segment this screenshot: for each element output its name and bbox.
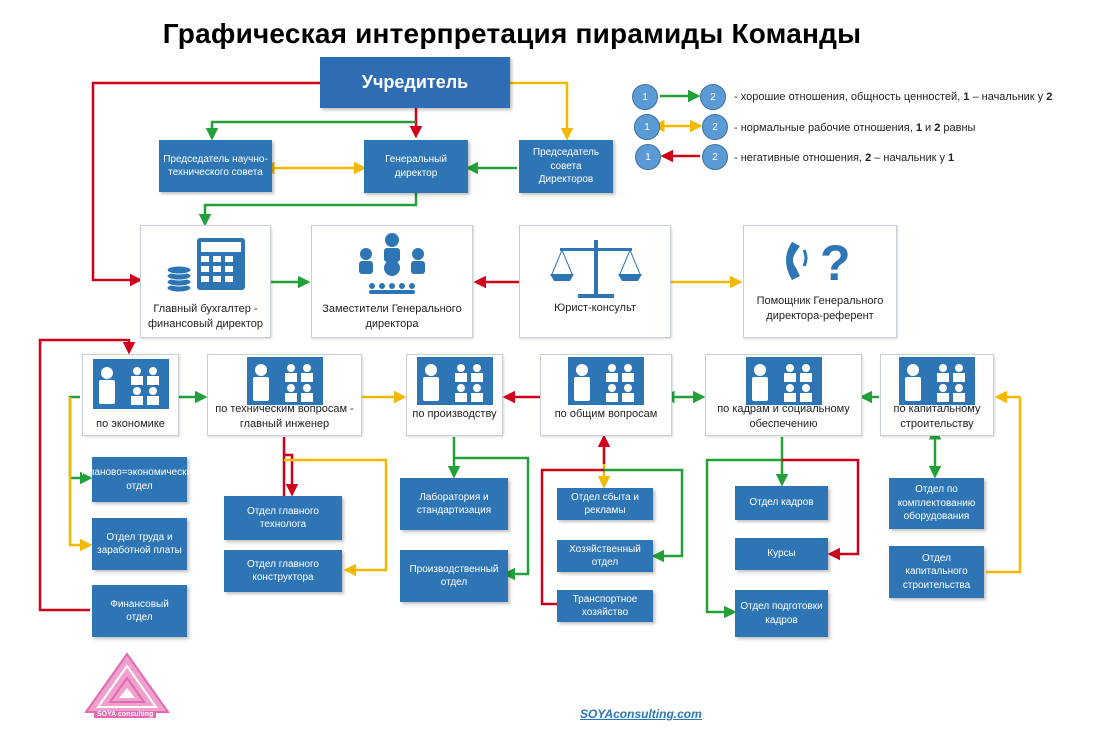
deputy-technical-label: по техническим вопросам - главный инжене… — [215, 403, 354, 430]
deputies-card: Заместители Генерального директора — [311, 225, 473, 338]
personnel-dept: Отдел кадров — [735, 486, 828, 520]
planning-dept: Планово=экономический отдел — [81, 457, 198, 502]
deputy-production-card: по производству — [406, 354, 503, 436]
training-dept: Отдел подготовки кадров — [735, 590, 828, 637]
svg-text:?: ? — [820, 235, 851, 291]
lawyer-label: Юрист-консульт — [554, 301, 636, 314]
cap-construction-dept: Отдел капитального строительства — [889, 546, 984, 598]
finance-dept: Финансовый отдел — [92, 585, 187, 637]
scales-icon — [550, 240, 642, 298]
legend-circle-1: 1 — [634, 114, 660, 140]
deputy-general-label: по общим вопросам — [554, 407, 658, 420]
production-dept: Производственный отдел — [400, 550, 508, 602]
people-icon — [417, 357, 493, 405]
assistant-label: Помощник Генерального директора-референт — [756, 295, 884, 322]
courses-dept: Курсы — [735, 538, 828, 570]
lab-dept: Лаборатория и стандартизация — [400, 478, 508, 530]
deputy-hr-label: по кадрам и социальному обеспечению — [717, 403, 850, 430]
board-chair-box: Председатель совета Директоров — [519, 140, 613, 193]
deputy-economics-label: по экономике — [96, 417, 165, 430]
team-icon — [359, 233, 425, 294]
transport-dept: Транспортное хозяйство — [557, 590, 653, 622]
diagram-title: Графическая интерпретация пирамиды Коман… — [162, 18, 862, 49]
people-icon — [568, 357, 644, 405]
legend-negative: - негативные отношения, 2 – начальник у … — [734, 152, 955, 164]
legend-good: - хорошие отношения, общность ценностей,… — [734, 91, 1053, 103]
phone-question-icon: ? — [786, 235, 851, 291]
lawyer-card: Юрист-консульт — [519, 225, 671, 338]
chief-accountant-label: Главный бухгалтер - финансовый директор — [147, 303, 264, 330]
science-chair-box: Председатель научно-технического совета — [159, 140, 272, 192]
people-icon — [899, 357, 975, 405]
deputy-technical-card: по техническим вопросам - главный инжене… — [207, 354, 362, 436]
people-icon — [93, 359, 169, 409]
deputy-production-label: по производству — [412, 407, 497, 420]
chief-designer-dept: Отдел главного конструктора — [224, 550, 342, 592]
site-link[interactable]: SOYAconsulting.com — [580, 707, 702, 721]
calculator-icon — [166, 238, 245, 293]
household-dept: Хозяйственный отдел — [557, 540, 653, 572]
legend-circle-1: 1 — [632, 84, 658, 110]
legend-normal: - нормальные рабочие отношения, 1 и 2 ра… — [734, 122, 976, 134]
deputy-construction-card: по капитальному строительству — [880, 354, 994, 436]
deputy-economics-card: по экономике — [82, 354, 179, 436]
deputy-hr-card: по кадрам и социальному обеспечению — [705, 354, 862, 436]
equipment-dept: Отдел по комплектованию оборудования — [889, 478, 984, 529]
legend-circle-2: 2 — [702, 144, 728, 170]
chief-technologist-dept: Отдел главного технолога — [224, 496, 342, 540]
general-director-box: Генеральный директор — [364, 140, 468, 193]
deputies-label: Заместители Генерального директора — [322, 303, 462, 330]
deputy-construction-label: по капитальному строительству — [893, 403, 981, 430]
chief-accountant-card: Главный бухгалтер - финансовый директор — [140, 225, 271, 338]
founder-box: Учредитель — [320, 57, 510, 108]
legend-circle-2: 2 — [700, 84, 726, 110]
logo-text: SOYA consulting — [94, 711, 157, 718]
people-icon — [746, 357, 822, 405]
legend-circle-1: 1 — [635, 144, 661, 170]
sales-dept: Отдел сбыта и рекламы — [557, 488, 653, 520]
soya-logo-icon — [84, 652, 170, 713]
labor-dept: Отдел труда и заработной платы — [92, 518, 187, 570]
assistant-card: ? Помощник Генерального директора-рефере… — [743, 225, 897, 338]
deputy-general-card: по общим вопросам — [540, 354, 672, 436]
people-icon — [247, 357, 323, 405]
legend-circle-2: 2 — [702, 114, 728, 140]
